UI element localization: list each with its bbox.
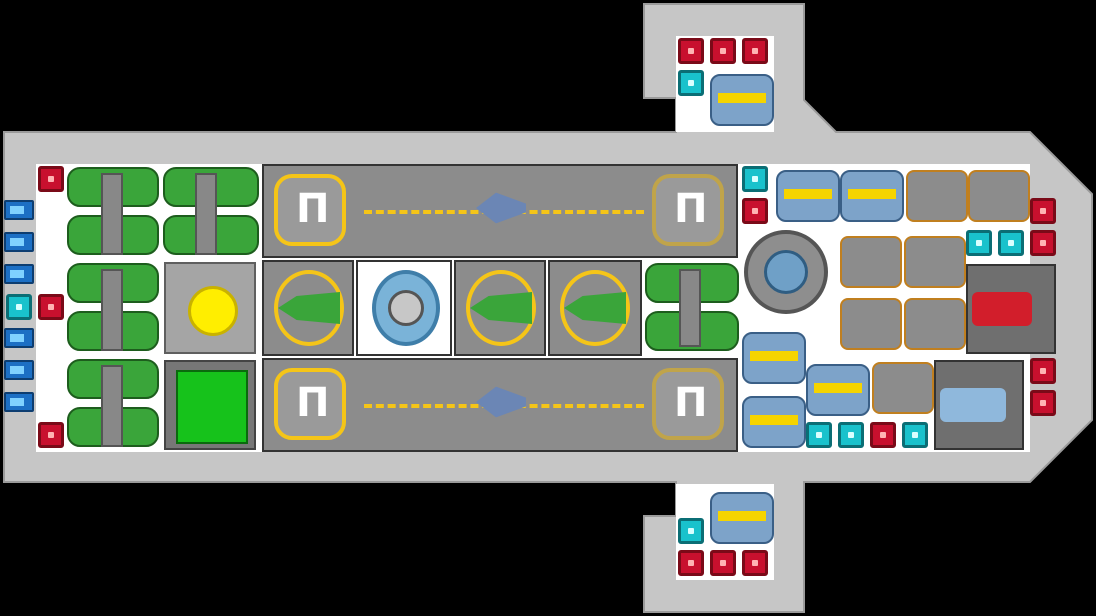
- cannon-4[interactable]: [904, 236, 966, 288]
- red-r2[interactable]: [1030, 198, 1056, 224]
- command-module-core: [388, 290, 424, 326]
- laser-turret-3[interactable]: [742, 332, 806, 384]
- hangar-top-pad-left: Π: [274, 174, 346, 246]
- red-pod-bottom-2[interactable]: [710, 550, 736, 576]
- heavy-turret-red[interactable]: [966, 264, 1056, 354]
- fighter-icon-bottom[interactable]: [476, 386, 526, 418]
- cyan-r2[interactable]: [966, 230, 992, 256]
- red-pod-top-3[interactable]: [742, 38, 768, 64]
- engine-port-6[interactable]: [4, 392, 34, 412]
- cargo-hold[interactable]: [164, 360, 256, 450]
- laser-turret-pod-bottom[interactable]: [710, 492, 774, 544]
- cyan-node-left[interactable]: [6, 294, 32, 320]
- fuel-tanks: [67, 167, 259, 447]
- red-r1[interactable]: [742, 198, 768, 224]
- hangar-top-pad-right: Π: [652, 174, 724, 246]
- red-r3[interactable]: [1030, 230, 1056, 256]
- cannon-6[interactable]: [904, 298, 966, 350]
- hangar-bottom-pad-right: Π: [652, 368, 724, 440]
- cyan-r5[interactable]: [838, 422, 864, 448]
- red-pod-top-2[interactable]: [710, 38, 736, 64]
- cannon-5[interactable]: [840, 298, 902, 350]
- hangar-bottom-pad-left: Π: [274, 368, 346, 440]
- cyan-r3[interactable]: [998, 230, 1024, 256]
- shield-generator-core: [764, 250, 808, 294]
- command-module[interactable]: [356, 260, 452, 356]
- fighter-bay-2[interactable]: [454, 260, 546, 356]
- red-pod-bottom-3[interactable]: [742, 550, 768, 576]
- engine-port-1[interactable]: [4, 200, 34, 220]
- engine-port-4[interactable]: [4, 328, 34, 348]
- fighter-icon-top[interactable]: [476, 192, 526, 224]
- engine-port-5[interactable]: [4, 360, 34, 380]
- cannon-7[interactable]: [872, 362, 934, 414]
- cannon-3[interactable]: [840, 236, 902, 288]
- laser-turret-1[interactable]: [776, 170, 840, 222]
- red-r4[interactable]: [1030, 358, 1056, 384]
- pad-glyph-right-b: Π: [674, 380, 708, 426]
- fighter-bay-3[interactable]: [548, 260, 642, 356]
- red-r5[interactable]: [1030, 390, 1056, 416]
- red-pod-bottom-1[interactable]: [678, 550, 704, 576]
- cyan-r6[interactable]: [902, 422, 928, 448]
- fighter-bay-1-ring: [274, 270, 344, 346]
- cannon-2[interactable]: [968, 170, 1030, 222]
- red-r6[interactable]: [870, 422, 896, 448]
- red-block-l2[interactable]: [38, 294, 64, 320]
- hangar-bottom[interactable]: Π Π: [262, 358, 738, 452]
- red-block-l3[interactable]: [38, 422, 64, 448]
- cannon-1[interactable]: [906, 170, 968, 222]
- reactor-core-light: [188, 286, 238, 336]
- engine-port-2[interactable]: [4, 232, 34, 252]
- cyan-r4[interactable]: [806, 422, 832, 448]
- cargo-hold-panel: [176, 370, 248, 444]
- fighter-bay-2-ring: [466, 270, 536, 346]
- red-pod-top-1[interactable]: [678, 38, 704, 64]
- laser-turret-2[interactable]: [840, 170, 904, 222]
- engine-port-3[interactable]: [4, 264, 34, 284]
- red-block-l1[interactable]: [38, 166, 64, 192]
- cyan-pod-bottom[interactable]: [678, 518, 704, 544]
- shield-generator[interactable]: [744, 230, 828, 314]
- laser-turret-5[interactable]: [806, 364, 870, 416]
- fighter-bay-1[interactable]: [262, 260, 354, 356]
- pad-glyph-left-b: Π: [296, 380, 330, 426]
- cyan-r1[interactable]: [742, 166, 768, 192]
- cyan-pod-top[interactable]: [678, 70, 704, 96]
- laser-turret-pod-top[interactable]: [710, 74, 774, 126]
- fuel-tanks-mid: [645, 263, 739, 351]
- pad-glyph-right: Π: [674, 186, 708, 232]
- fighter-bay-3-ring: [560, 270, 630, 346]
- pad-glyph-left: Π: [296, 186, 330, 232]
- reactor-core[interactable]: [164, 262, 256, 354]
- heavy-turret-blue[interactable]: [934, 360, 1024, 450]
- hangar-top[interactable]: Π Π: [262, 164, 738, 258]
- laser-turret-4[interactable]: [742, 396, 806, 448]
